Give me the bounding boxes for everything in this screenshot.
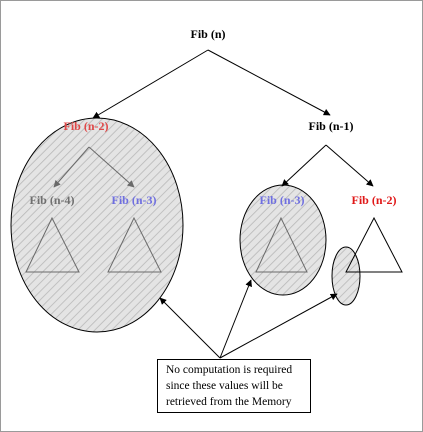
memo-region-small (331, 246, 361, 306)
note-arrow-small (219, 293, 338, 359)
edge-right-right (325, 144, 374, 187)
node-fib-n-2-right: Fib (n-2) (352, 193, 397, 207)
edge-left-left (53, 146, 90, 188)
edge-left-right (88, 146, 135, 188)
edge-root-left (92, 49, 209, 119)
node-fib-n-4: Fib (n-4) (30, 193, 75, 207)
subtree-triangle-n3-right (255, 216, 308, 273)
edge-right-left (281, 144, 327, 187)
node-fib-n-3-left: Fib (n-3) (112, 193, 157, 207)
subtree-triangle-n2-right (345, 216, 403, 273)
memo-region-left (10, 117, 184, 333)
node-fib-n: Fib (n) (190, 27, 225, 41)
edge-root-right (207, 49, 331, 116)
node-fib-n-3-right: Fib (n-3) (260, 193, 305, 207)
node-fib-n-2-left: Fib (n-2) (64, 119, 109, 133)
node-fib-n-1: Fib (n-1) (309, 119, 354, 133)
subtree-triangle-n4 (25, 216, 80, 273)
note-arrow-middle (219, 279, 252, 359)
note-arrow-left (159, 297, 221, 359)
note-line-3: retrieved from the Memory (166, 396, 292, 408)
note-line-2: since these values will be (166, 380, 283, 392)
memory-note-box: No computation is required since these v… (157, 359, 311, 413)
note-line-1: No computation is required (166, 364, 293, 376)
subtree-triangle-n3-left (107, 216, 162, 273)
